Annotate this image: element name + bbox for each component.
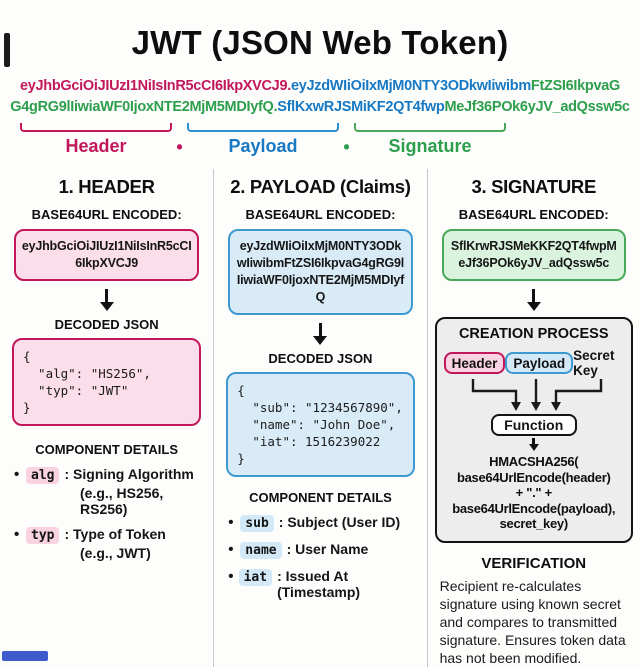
token-header-segment: eyJhbGciOiJIUzI1NiIsInR5cCI6IkpXVCJ9. xyxy=(19,78,291,94)
three-columns: 1. HEADER BASE64URL ENCODED: eyJhbGciOiJ… xyxy=(0,169,640,667)
detail-item-iat: • iat : Issued At (Timestamp) xyxy=(228,568,412,600)
connector-arrows-icon xyxy=(471,379,602,411)
token-payload-segment: SflKxwRJSMiKF2QT4fwp xyxy=(277,99,445,115)
token-signature-segment: G4gRG9lIiwiaWF0IjoxNTE2MjM5MDIyfQ. xyxy=(10,99,278,115)
bullet-dot: • xyxy=(14,466,20,483)
iat-term-chip: iat xyxy=(238,569,273,586)
encoded-section-label: BASE64URL ENCODED: xyxy=(245,207,396,222)
header-details-list: • alg : Signing Algorithm (e.g., HS256, … xyxy=(14,466,199,561)
alg-term-chip: alg xyxy=(26,467,60,484)
details-section-label: COMPONENT DETAILS xyxy=(35,442,179,457)
hmac-formula: HMACSHA256( base64UrlEncode(header) + ".… xyxy=(452,454,616,531)
process-inputs-row: Header Payload Secret Key xyxy=(443,348,625,378)
bullet-dot: • xyxy=(228,568,234,585)
name-term-chip: name xyxy=(240,542,282,559)
typ-description: : Type of Token xyxy=(64,526,166,542)
function-chip: Function xyxy=(490,414,577,436)
bullet-dot: • xyxy=(228,514,234,531)
legend-labels: Header • Payload • Signature xyxy=(20,136,506,157)
payload-column-heading: 2. PAYLOAD (Claims) xyxy=(230,176,411,197)
bullet-dot: • xyxy=(14,526,20,543)
sub-description: : Subject (User ID) xyxy=(278,514,401,530)
token-payload-segment: eyJzdWIiOiIxMjM0NTY3ODkwIiwibm xyxy=(290,78,531,94)
encoded-section-label: BASE64URL ENCODED: xyxy=(31,207,182,222)
token-line-1: eyJhbGciOiJIUzI1NiIsInR5cCI6IkpXVCJ9.eyJ… xyxy=(0,76,640,97)
encoded-section-label: BASE64URL ENCODED: xyxy=(458,207,609,222)
details-section-label: COMPONENT DETAILS xyxy=(249,490,392,505)
signature-column-heading: 3. SIGNATURE xyxy=(471,176,597,197)
alg-description: : Signing Algorithm xyxy=(64,466,194,482)
typ-example: (e.g., JWT) xyxy=(80,545,151,561)
header-input-chip: Header xyxy=(443,352,506,374)
signature-encoded-box: SflKrwRJSMeKKF2QT4fwpMeJf36POk6yJV_adQss… xyxy=(441,229,626,281)
verification-text: Recipient re-calculates signature using … xyxy=(439,577,626,666)
token-part-legend: Header • Payload • Signature xyxy=(20,123,506,157)
signature-underbracket xyxy=(354,123,506,132)
iat-description: : Issued At (Timestamp) xyxy=(277,568,361,600)
header-underbracket xyxy=(20,123,172,132)
typ-term-chip: typ xyxy=(26,527,60,544)
bracket-row xyxy=(20,123,506,132)
bullet-dot: • xyxy=(228,541,234,558)
verification-label: VERIFICATION xyxy=(481,554,587,572)
header-column-heading: 1. HEADER xyxy=(58,176,155,197)
payload-underbracket xyxy=(187,123,339,132)
page-title: JWT (JSON Web Token) xyxy=(131,24,509,61)
creation-process-box: CREATION PROCESS Header Payload Secret K… xyxy=(434,317,633,543)
header-decoded-json: { "alg": "HS256", "typ": "JWT" } xyxy=(12,338,202,426)
payload-column: 2. PAYLOAD (Claims) BASE64URL ENCODED: e… xyxy=(213,169,426,667)
signature-column: 3. SIGNATURE BASE64URL ENCODED: SflKrwRJ… xyxy=(426,169,640,667)
payload-input-chip: Payload xyxy=(505,352,574,374)
detail-item-typ: • typ : Type of Token xyxy=(14,526,199,544)
header-column: 1. HEADER BASE64URL ENCODED: eyJhbGciOiJ… xyxy=(0,169,213,667)
signature-label: Signature xyxy=(388,136,472,156)
alg-example: (e.g., HS256, RS256) xyxy=(80,485,164,517)
detail-item-alg: • alg : Signing Algorithm xyxy=(14,466,199,484)
dot-separator: • xyxy=(176,136,183,157)
jwt-infographic: JWT (JSON Web Token) eyJhbGciOiJIUzI1NiI… xyxy=(0,24,640,667)
token-line-2: G4gRG9lIiwiaWF0IjoxNTE2MjM5MDIyfQ.SflKxw… xyxy=(0,97,640,118)
down-arrow-icon xyxy=(0,289,213,311)
artifact-bar-bottomleft xyxy=(2,651,48,661)
payload-encoded-box: eyJzdWIiOiIxMjM0NTY3ODkwIiwibmFtZSI6Ikpv… xyxy=(228,229,413,315)
artifact-mark-topleft xyxy=(4,33,10,67)
jwt-token-string: eyJhbGciOiJIUzI1NiIsInR5cCI6IkpXVCJ9.eyJ… xyxy=(0,76,640,118)
payload-decoded-json: { "sub": "1234567890", "name": "John Doe… xyxy=(226,372,415,477)
name-description: : User Name xyxy=(286,541,369,557)
header-label: Header xyxy=(65,136,127,156)
payload-details-list: • sub : Subject (User ID) • name : User … xyxy=(228,514,412,600)
secret-key-input: Secret Key xyxy=(573,348,615,378)
detail-item-name: • name : User Name xyxy=(228,541,412,559)
down-arrow-icon xyxy=(428,289,640,311)
token-signature-segment: FtZSI6IkpvaG xyxy=(530,78,620,94)
dot-separator: • xyxy=(343,136,350,157)
decoded-section-label: DECODED JSON xyxy=(268,351,373,366)
down-arrow-icon xyxy=(214,323,426,345)
sub-term-chip: sub xyxy=(240,515,274,532)
decoded-section-label: DECODED JSON xyxy=(54,317,159,332)
down-arrow-icon xyxy=(443,438,625,451)
detail-item-sub: • sub : Subject (User ID) xyxy=(228,514,412,532)
token-signature-segment: MeJf36POk6yJV_adQssw5c xyxy=(444,99,630,115)
header-encoded-box: eyJhbGciOiJIUzI1NiIsInR5cCI6IkpXVCJ9 xyxy=(14,229,200,281)
payload-label: Payload xyxy=(228,136,298,156)
creation-process-label: CREATION PROCESS xyxy=(458,326,609,342)
